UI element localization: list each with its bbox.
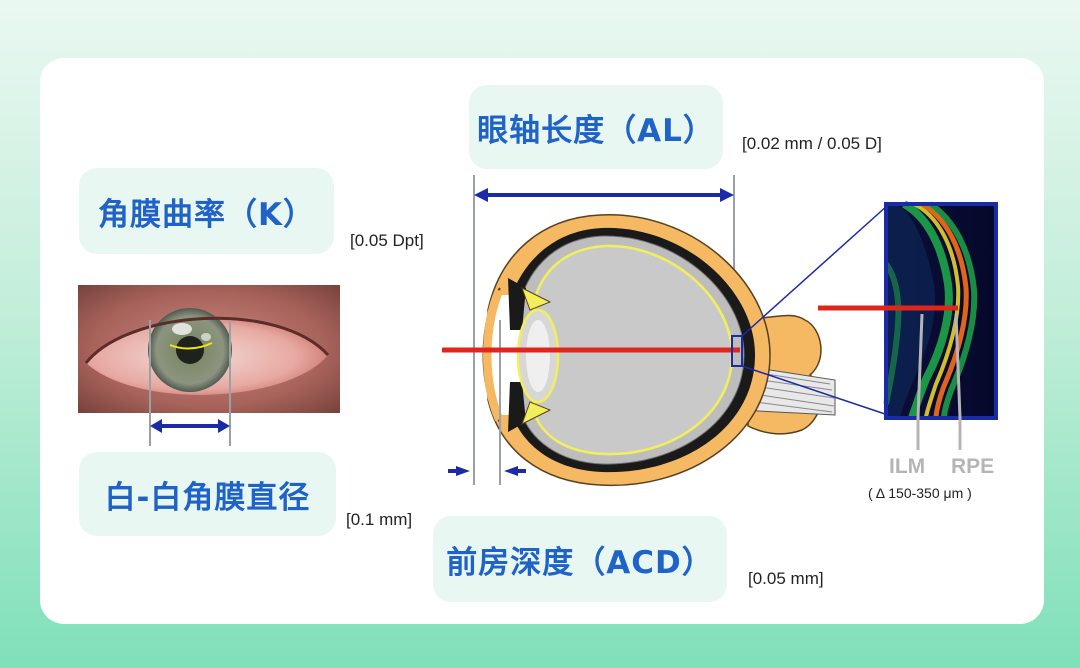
white-to-white-spec: [0.1 mm] [346,510,413,529]
axial-length-spec: [0.02 mm / 0.05 D] [742,134,882,153]
oct-pointer-ext [916,418,962,450]
macula-box [731,335,743,367]
white-to-white-marker [149,320,231,446]
oct-retina-scan [818,200,998,420]
axial-length-label: 眼轴长度（AL） [469,85,723,169]
acd-arrow-left [456,466,470,476]
ilm-pointer [916,313,924,419]
acd-label: 前房深度（ACD） [433,516,727,602]
oct-thickness-range: ( Δ 150-350 μm ) [868,485,972,501]
ilm-label: ILM [889,455,926,478]
acd-spec: [0.05 mm] [748,569,824,588]
rpe-pointer [954,313,962,419]
keratometry-spec: [0.05 Dpt] [350,231,424,250]
eye-photo [78,285,340,413]
acd-arrow-right [504,466,518,476]
rpe-label: RPE [951,455,995,478]
keratometry-label: 角膜曲率（K） [79,168,334,254]
eye-cross-section [442,175,889,487]
white-to-white-label: 白-白角膜直径 [79,452,336,536]
